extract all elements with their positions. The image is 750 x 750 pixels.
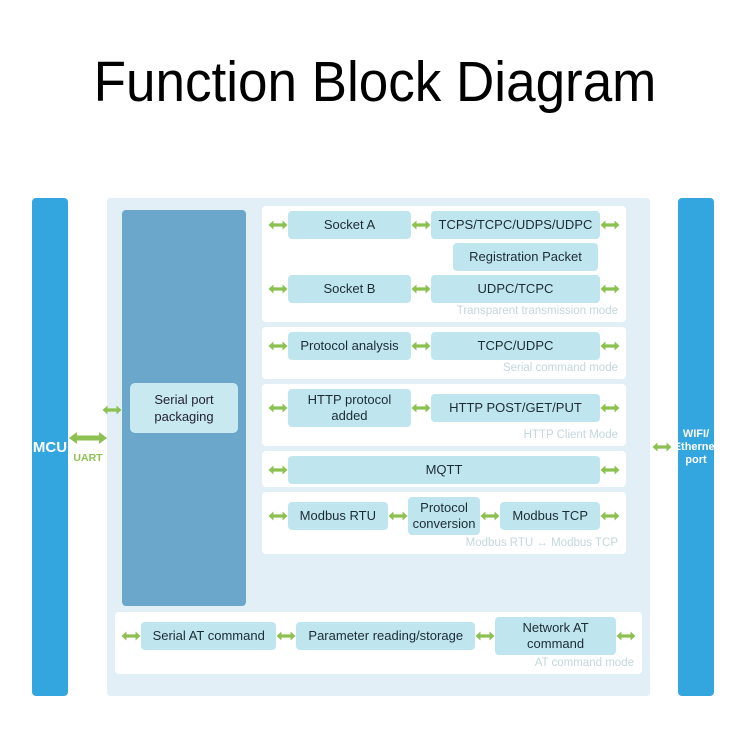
transparent-transmission-line: Socket A TCPS/TCPC/UDPS/UDPC: [268, 211, 620, 239]
serial-command-arrow-mid-0: [411, 339, 431, 353]
panel-top: Serial port packaging Socket A TCPS/TCPC/…: [102, 206, 642, 610]
wifi-port-arrow: [652, 440, 672, 454]
http-client-box-1[interactable]: HTTP POST/GET/PUT: [430, 394, 600, 422]
serial-port-packaging-label: Serial port packaging: [130, 383, 238, 433]
at-command-box-0-label: Serial AT command: [152, 628, 265, 643]
at-command-box-2-label: Network AT command: [522, 620, 589, 651]
serial-command-box-1-label: TCPC/UDPC: [477, 338, 554, 353]
serial-command-arrow-out: [600, 339, 620, 353]
mqtt-arrow-out: [600, 463, 620, 477]
modbus-box-0[interactable]: Modbus RTU: [288, 502, 388, 530]
modbus-box-2-label: Modbus TCP: [512, 508, 588, 523]
serial-command-box-0[interactable]: Protocol analysis: [288, 332, 411, 360]
transparent-transmission-caption: Transparent transmission mode: [456, 305, 618, 317]
http-client-arrow-out: [600, 401, 620, 415]
wifi-ethernet-port-bar: WIFI/ Ethernet port: [674, 198, 718, 696]
transparent-transmission-second-box-1[interactable]: UDPC/TCPC: [430, 275, 600, 303]
uart-link: UART: [68, 430, 108, 476]
serial-command-caption: Serial command mode: [502, 362, 618, 374]
at-command-box-0[interactable]: Serial AT command: [141, 622, 277, 650]
transparent-transmission-box-extra[interactable]: Registration Packet: [453, 243, 598, 271]
serial-command-line: Protocol analysis TCPC/UDPC: [268, 332, 620, 360]
function-block-panel: Serial port packaging Socket A TCPS/TCPC/…: [102, 198, 650, 696]
at-command-box-1[interactable]: Parameter reading/storage: [296, 622, 476, 650]
http-client-caption: HTTP Client Mode: [523, 429, 618, 441]
at-command-arrow-out: [616, 629, 636, 643]
modbus-box-1[interactable]: Protocol conversion: [407, 497, 481, 535]
at-command-box-2[interactable]: Network AT command: [495, 617, 616, 655]
transparent-transmission-arrow-mid-0: [411, 218, 431, 232]
serial-port-packaging-block: Serial port packaging: [122, 210, 246, 606]
transparent-transmission-second-arrow-mid-0: [411, 282, 431, 296]
modbus-arrow-mid-0: [388, 509, 408, 523]
panel-bottom: Serial AT command Parameter reading/stora…: [115, 612, 642, 674]
wifi-ethernet-port-label: WIFI/ Ethernet port: [673, 427, 719, 466]
card-mqtt: MQTT: [262, 451, 626, 487]
http-client-arrow-in: [268, 401, 288, 415]
http-client-box-0[interactable]: HTTP protocol added: [288, 389, 411, 427]
transparent-transmission-box-1-label: TCPS/TCPC/UDPS/UDPC: [438, 217, 593, 232]
at-command-line: Serial AT command Parameter reading/stora…: [121, 617, 636, 655]
transparent-transmission-box-extra-label: Registration Packet: [469, 249, 582, 264]
page-title: Function Block Diagram: [93, 50, 657, 114]
serial-command-box-1[interactable]: TCPC/UDPC: [430, 332, 600, 360]
transparent-transmission-second-box-0-label: Socket B: [323, 281, 376, 296]
at-command-arrow-mid-1: [475, 629, 495, 643]
transparent-transmission-second-arrow-out: [600, 282, 620, 296]
http-client-box-1-label: HTTP POST/GET/PUT: [449, 400, 582, 415]
card-serial-command: Protocol analysis TCPC/UDPC Serial command…: [262, 327, 626, 379]
modbus-arrow-out: [600, 509, 620, 523]
at-command-arrow-in: [121, 629, 141, 643]
uart-double-arrow-icon: [68, 430, 108, 451]
modbus-box-1-label: Protocol conversion: [412, 500, 476, 531]
card-transparent-transmission: Socket A TCPS/TCPC/UDPS/UDPC Registration …: [262, 206, 626, 322]
transparent-transmission-box-0[interactable]: Socket A: [288, 211, 411, 239]
transparent-transmission-second-arrow-in: [268, 282, 288, 296]
transparent-transmission-arrow-out: [600, 218, 620, 232]
transparent-transmission-second-box-0[interactable]: Socket B: [288, 275, 411, 303]
http-client-box-0-label: HTTP protocol added: [307, 392, 392, 423]
serial-block-arrow-in: [102, 403, 122, 417]
at-command-caption: AT command mode: [534, 657, 634, 669]
mqtt-line: MQTT: [268, 456, 620, 484]
transparent-transmission-arrow-in: [268, 218, 288, 232]
mcu-label: MCU: [32, 438, 68, 456]
serial-command-box-0-label: Protocol analysis: [300, 338, 399, 353]
modbus-caption: Modbus RTU ↔ Modbus TCP: [465, 537, 618, 549]
at-command-arrow-mid-0: [276, 629, 296, 643]
http-client-arrow-mid-0: [411, 401, 431, 415]
uart-label: UART: [73, 452, 103, 464]
modbus-arrow-mid-1: [480, 509, 500, 523]
mqtt-arrow-in: [268, 463, 288, 477]
transparent-transmission-second-box-1-label: UDPC/TCPC: [477, 281, 554, 296]
mqtt-box-0-label: MQTT: [425, 462, 463, 477]
mqtt-box-0[interactable]: MQTT: [288, 456, 600, 484]
http-client-line: HTTP protocol added HTTP POST/GET/PUT: [268, 389, 620, 427]
serial-command-arrow-in: [268, 339, 288, 353]
transparent-transmission-box-0-label: Socket A: [323, 217, 376, 232]
transparent-transmission-extra-line: Registration Packet: [268, 243, 620, 271]
modbus-line: Modbus RTU Protocol conversion Modbus TCP: [268, 497, 620, 535]
modbus-box-0-label: Modbus RTU: [299, 508, 376, 523]
card-at-command: Serial AT command Parameter reading/stora…: [115, 612, 642, 674]
modbus-arrow-in: [268, 509, 288, 523]
modbus-box-2[interactable]: Modbus TCP: [500, 502, 601, 530]
mode-rows: Socket A TCPS/TCPC/UDPS/UDPC Registration …: [262, 206, 626, 559]
transparent-transmission-box-1[interactable]: TCPS/TCPC/UDPS/UDPC: [430, 211, 600, 239]
mcu-bar: MCU: [32, 198, 68, 696]
transparent-transmission-second-line: Socket B UDPC/TCPC: [268, 275, 620, 303]
at-command-box-1-label: Parameter reading/storage: [308, 628, 464, 643]
